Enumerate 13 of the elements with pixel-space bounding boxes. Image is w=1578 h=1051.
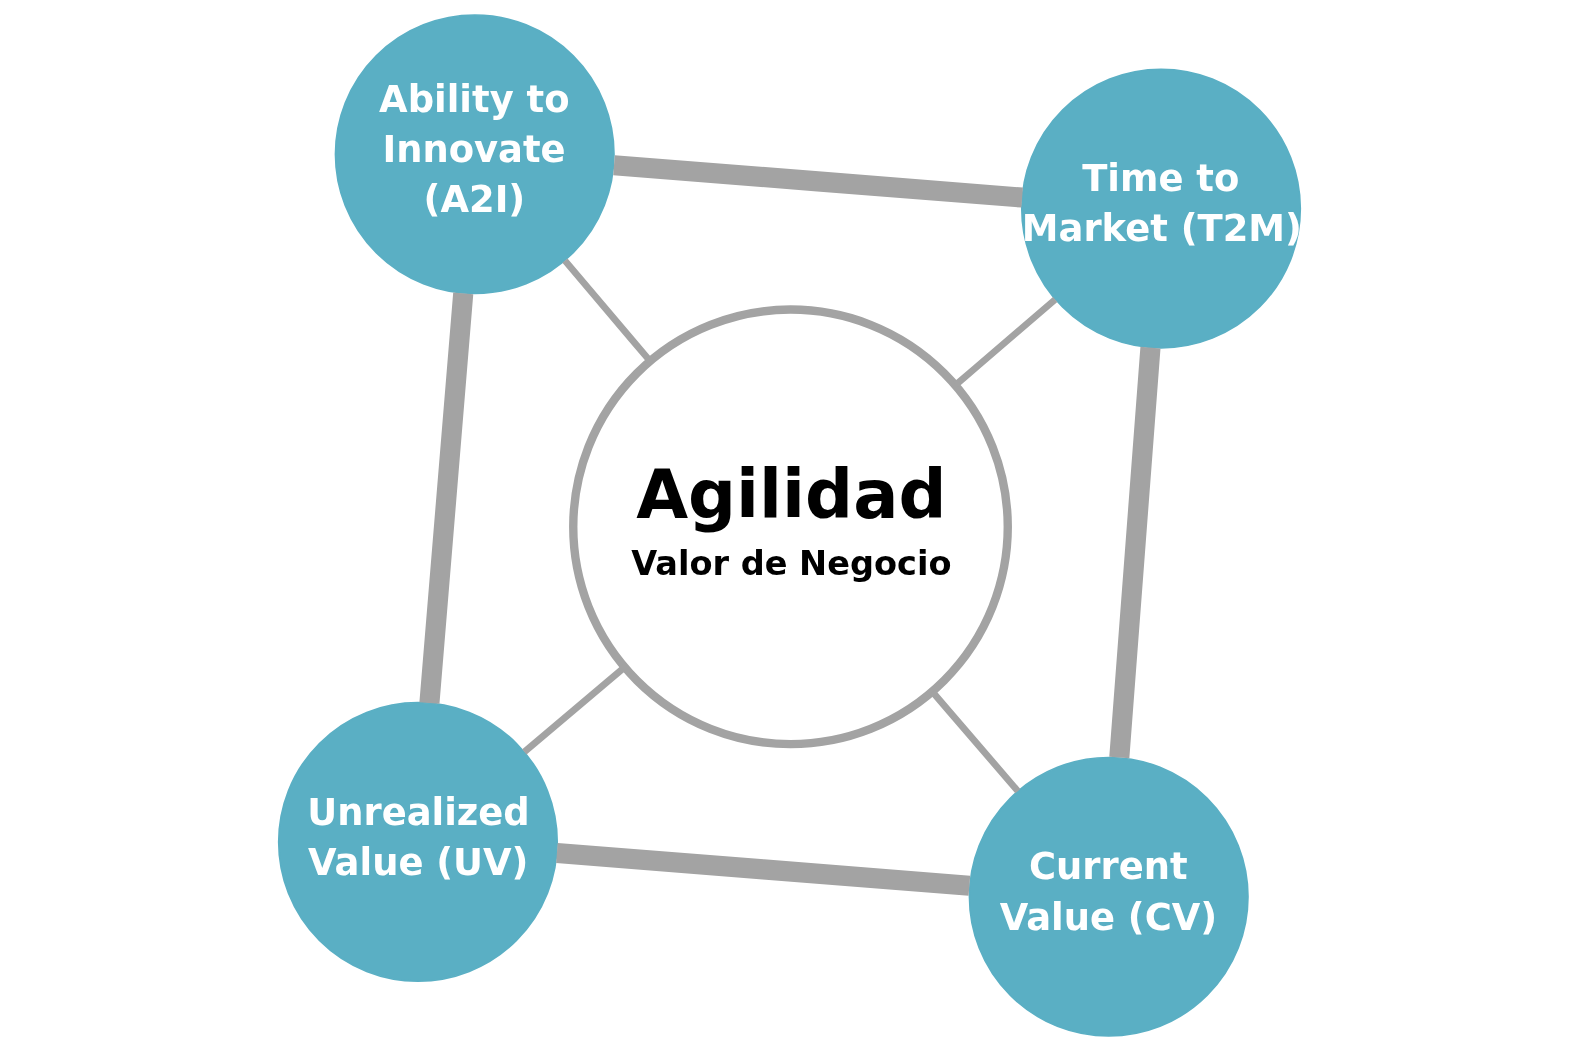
node-circle: Current Value (CV) (968, 756, 1249, 1037)
connector (521, 664, 627, 755)
connector (1108, 346, 1160, 759)
node-circle: Ability to Innovate (A2I) (334, 14, 615, 295)
connector (929, 689, 1020, 794)
node-circle: Time to Market (T2M) (1020, 68, 1301, 349)
connector (561, 258, 652, 363)
connector (612, 155, 1023, 208)
node-circle: Agilidad Valor de Negocio (568, 305, 1012, 749)
connector (953, 296, 1057, 388)
connector (418, 292, 473, 704)
node-circle: Unrealized Value (UV) (277, 701, 558, 983)
connector (555, 842, 970, 896)
